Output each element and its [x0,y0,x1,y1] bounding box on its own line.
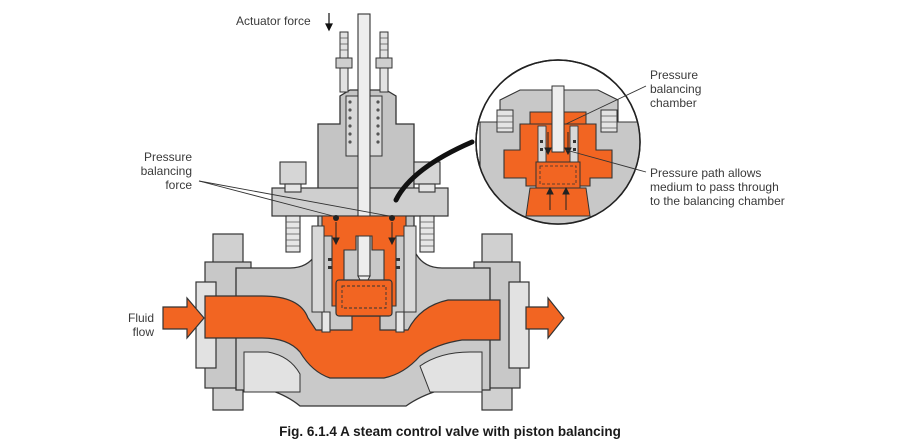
figure-caption: Fig. 6.1.4 A steam control valve with pi… [279,424,621,439]
magnified-inset [475,59,641,225]
lower-body-cavity-right [419,351,483,393]
pressure-path-label: Pressure path allows medium to pass thro… [650,166,785,208]
yoke-studs [335,31,393,93]
seat-ring [321,311,405,333]
left-bolt [279,161,307,253]
right-bolt [413,161,441,253]
piston-plug [335,279,393,317]
pressure-arrows [332,222,396,246]
cage-left [311,225,325,313]
cage-right [403,225,417,313]
piston-rings [328,258,400,269]
magnifier-connector [393,139,475,203]
fluid-flow-label: Fluid flow [127,311,154,339]
valve-stem [357,13,371,277]
balance-ports [333,215,395,221]
pressure-balancing-force-label: Pressure balancing force [140,150,192,192]
inset-leaders [565,85,647,173]
pressure-balancing-chamber-label: Pressure balancing chamber [650,68,702,110]
actuator-force-label: Actuator force [236,14,311,28]
outlet-flow-arrow [525,296,565,340]
piston-plug-inner [341,285,387,309]
lower-body-cavity [243,351,301,393]
balancing-force-leaders [198,180,390,217]
inlet-flow-arrow [162,296,205,340]
actuator-force-arrow [325,13,333,32]
left-flange [195,233,252,411]
packing-rings [348,100,380,144]
